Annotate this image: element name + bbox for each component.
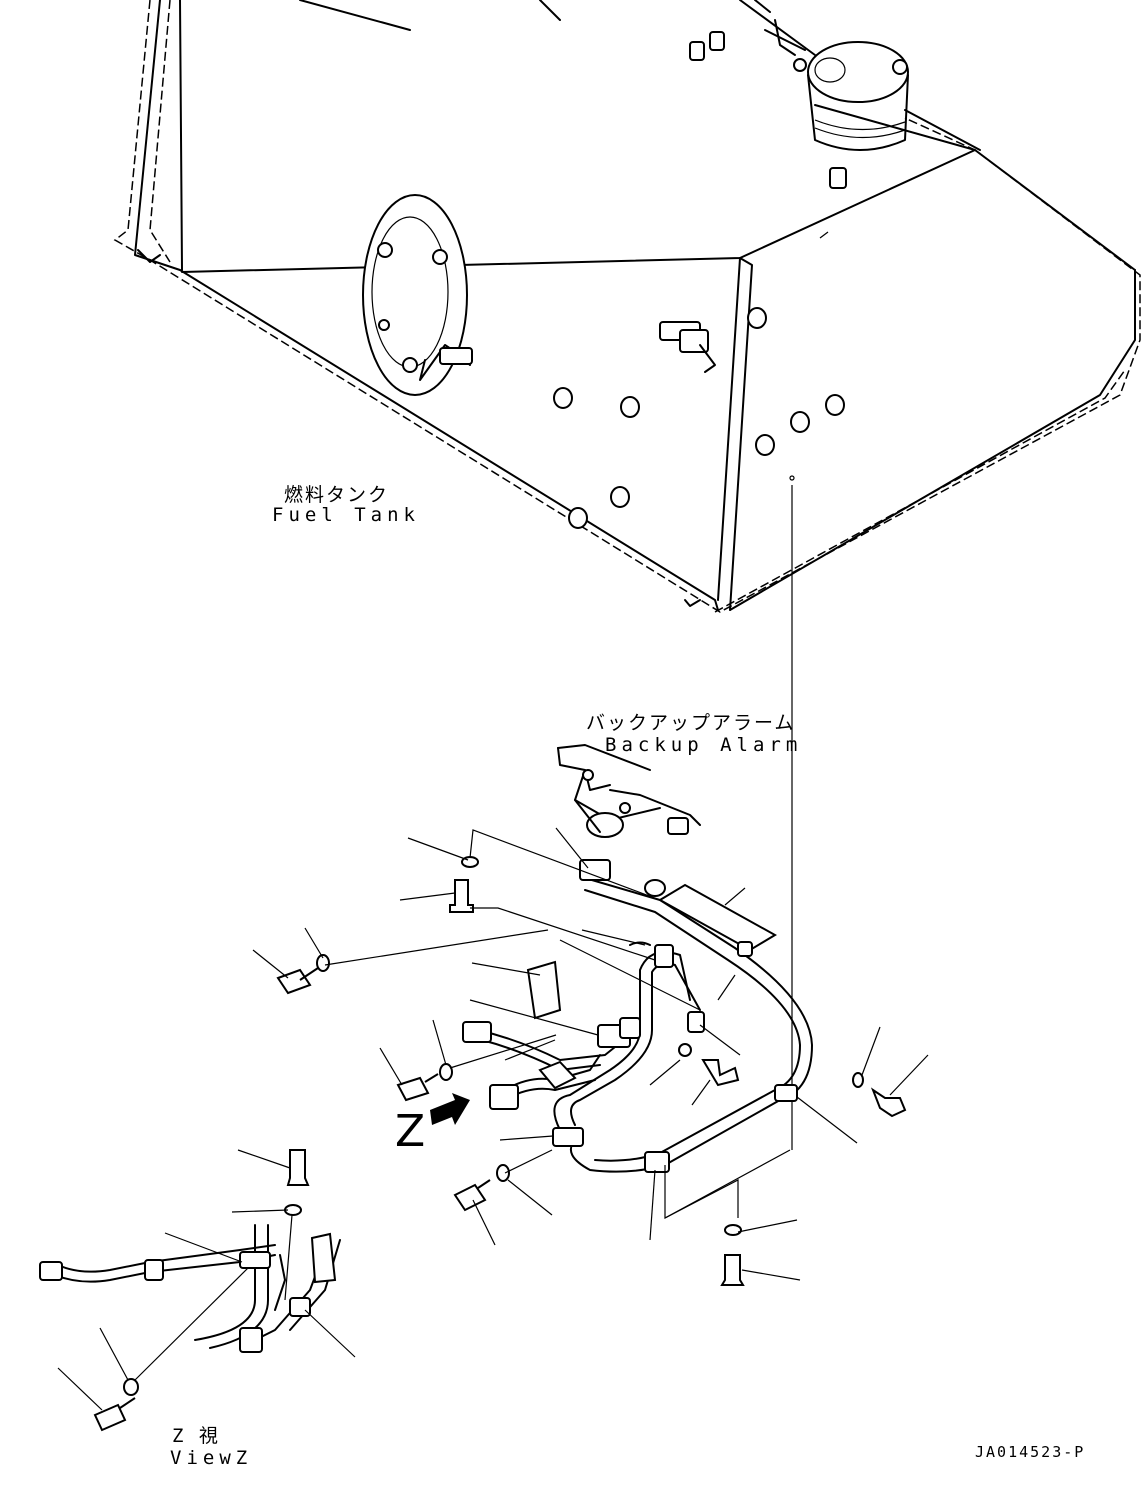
fuel-tank-label-ja: 燃料タンク [284, 484, 390, 506]
fuel-tank [113, 0, 1141, 613]
tank-bushing [709, 31, 725, 51]
clamp [654, 944, 674, 968]
clamp [552, 1127, 584, 1147]
view-letter: Z [395, 1106, 426, 1157]
clamp [737, 941, 753, 957]
fuel-gauge-flange [362, 194, 473, 396]
harness-connector [39, 1261, 63, 1281]
fasteners [276, 856, 907, 1286]
view-direction-arrow [430, 1093, 470, 1125]
tank-mount-bushings [553, 307, 845, 529]
wire-harness [462, 859, 813, 1173]
view-z-detail [39, 1149, 356, 1432]
bracket [526, 960, 562, 1020]
clamp [687, 1011, 705, 1033]
clamp [239, 1251, 271, 1269]
tank-bushing [689, 41, 705, 61]
clamp [644, 1151, 670, 1173]
harness-connector [462, 1021, 492, 1043]
tank-sensor [659, 321, 716, 373]
leader-lines [252, 827, 929, 1281]
drawing-number: JA014523-P [975, 1443, 1086, 1461]
clamp [774, 1084, 798, 1102]
harness-connector [489, 1084, 519, 1110]
fuel-cap [764, 19, 909, 189]
fuel-tank-label-en: Fuel Tank [272, 504, 420, 526]
backup-alarm-label-ja: バックアップアラーム [586, 712, 796, 734]
backup-alarm [557, 744, 701, 838]
view-z-label-en: ViewZ [170, 1447, 253, 1469]
backup-alarm-label-en: Backup Alarm [605, 734, 803, 756]
view-z-label-ja: Z 視 [172, 1425, 220, 1447]
harness-connector [239, 1327, 263, 1353]
